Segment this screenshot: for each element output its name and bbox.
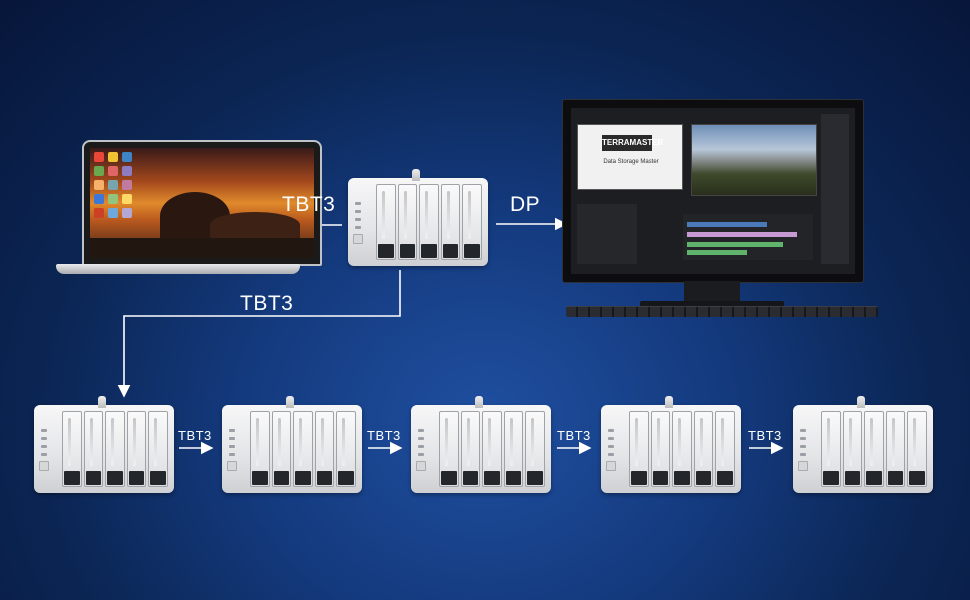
daisy-link-label-3: TBT3 (557, 428, 591, 443)
monitor-stand (684, 281, 740, 303)
project-bin (577, 204, 637, 264)
laptop-screen (90, 148, 314, 258)
monitor-link-label: DP (510, 193, 540, 217)
laptop-icon (52, 138, 302, 276)
monitor-panel: TERRAMASTER Data Storage Master (562, 99, 864, 283)
monitor-screen: TERRAMASTER Data Storage Master (571, 108, 855, 274)
monitor-icon: TERRAMASTER Data Storage Master (562, 99, 862, 319)
city-silhouette (90, 238, 314, 258)
source-preview: TERRAMASTER Data Storage Master (577, 124, 683, 190)
daisy-link-label-1: TBT3 (178, 428, 212, 443)
nas-enclosure-5 (793, 405, 933, 493)
nas-enclosure-hub (348, 178, 488, 266)
nas-enclosure-1 (34, 405, 174, 493)
laptop-link-label: TBT3 (282, 193, 335, 217)
laptop-base (56, 264, 300, 274)
daisy-link-label-2: TBT3 (367, 428, 401, 443)
desktop-app-icons (94, 152, 138, 218)
brand-tagline: Data Storage Master (596, 159, 666, 165)
program-monitor-video (691, 124, 817, 196)
effects-panel (821, 114, 849, 264)
arrow-hub-to-chain (124, 270, 400, 396)
chain-link-label: TBT3 (240, 292, 293, 316)
nas-enclosure-3 (411, 405, 551, 493)
editing-timeline (683, 214, 813, 260)
keyboard-icon (566, 306, 878, 317)
daisy-link-label-4: TBT3 (748, 428, 782, 443)
nas-enclosure-2 (222, 405, 362, 493)
nas-enclosure-4 (601, 405, 741, 493)
brand-logo: TERRAMASTER (602, 135, 652, 151)
